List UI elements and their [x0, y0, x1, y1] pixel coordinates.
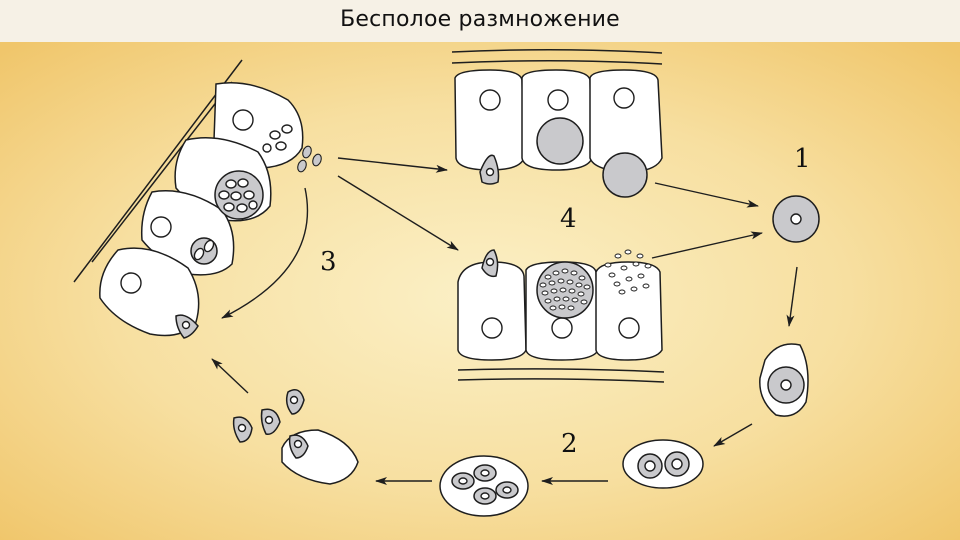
label-2: 2 [561, 429, 578, 459]
epithelial-cell [454, 69, 525, 171]
epithelium-top [451, 48, 663, 198]
cell-nucleus [120, 272, 142, 294]
arrow-curved [221, 187, 309, 319]
oocyst-two-sporoblasts [622, 439, 704, 489]
epithelium-bottom [457, 249, 665, 383]
cell-nucleus [479, 89, 501, 111]
basement-line-inner [91, 81, 233, 263]
gamont [602, 152, 648, 198]
arrow [786, 266, 798, 327]
epithelium-border [457, 368, 665, 373]
excysted-sporozoites [232, 389, 359, 485]
arrow [337, 175, 459, 251]
released-merozoites [604, 249, 652, 295]
label-4: 4 [560, 204, 577, 234]
released-merozoites [262, 124, 322, 173]
cell-nucleus [150, 216, 172, 238]
cell-nucleus [547, 89, 569, 111]
arrow [654, 182, 759, 208]
epithelium-border [451, 48, 663, 54]
merozoites [539, 268, 591, 311]
arrow [713, 423, 753, 447]
cell-nucleus [618, 317, 640, 339]
oocyst-single [759, 343, 809, 417]
cell-nucleus [551, 317, 573, 339]
arrow [211, 358, 249, 394]
label-3: 3 [320, 247, 337, 277]
label-1: 1 [794, 144, 811, 174]
trophozoite-large [536, 117, 584, 165]
slide-title: Бесполое размножение [340, 7, 620, 32]
arrow [651, 231, 763, 259]
epithelium-border-inner [451, 59, 663, 65]
zygote [772, 195, 820, 243]
epithelium-left [73, 59, 322, 339]
title-bar [0, 0, 960, 42]
cycle-arrows [211, 157, 798, 485]
cell-nucleus [613, 87, 635, 109]
cell-nucleus [232, 109, 254, 131]
epithelium-border-inner [457, 378, 665, 383]
oocyst-four-sporocysts [439, 455, 529, 517]
cell-nucleus [481, 317, 503, 339]
arrow [337, 157, 448, 173]
basement-line [73, 59, 243, 283]
